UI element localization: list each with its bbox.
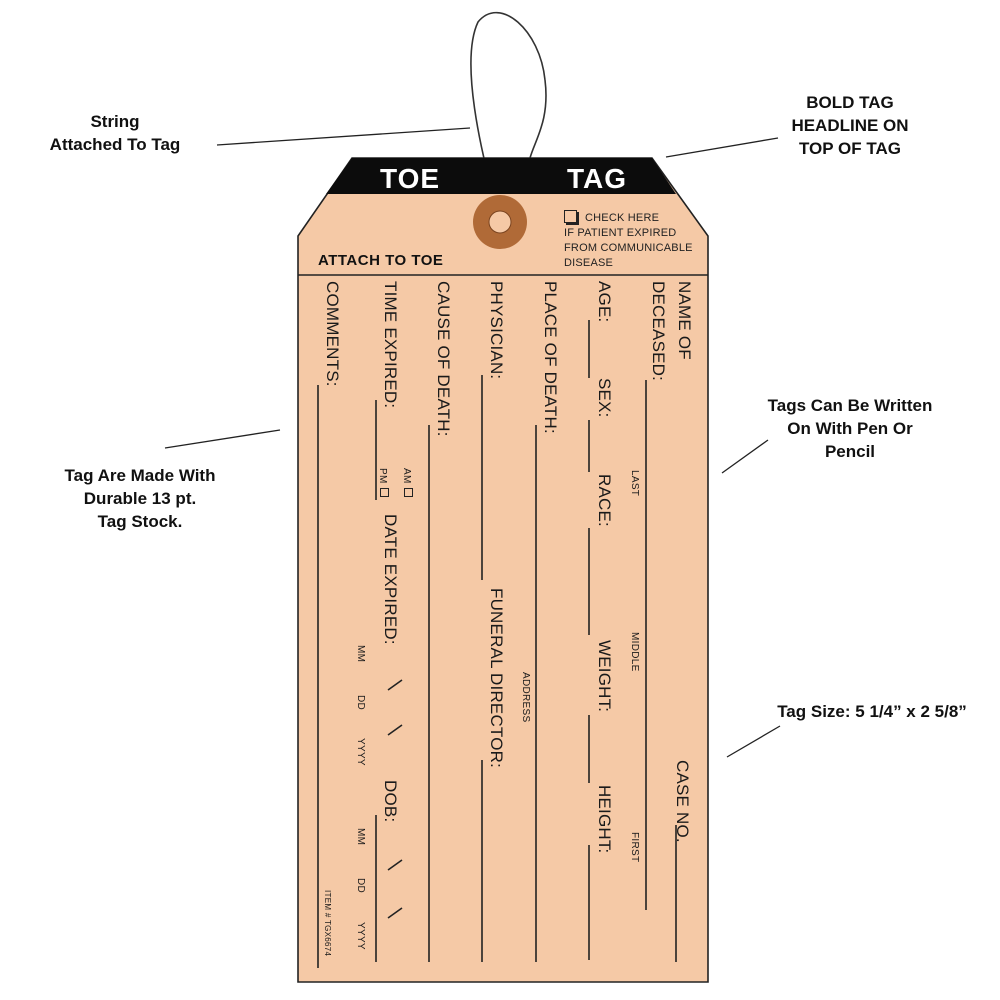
dob-mm: MM bbox=[355, 828, 366, 846]
callout-pen: Tags Can Be Written On With Pen Or Penci… bbox=[740, 394, 960, 463]
pm-option: PM bbox=[377, 468, 389, 497]
callout-pen-line-1: Tags Can Be Written bbox=[767, 396, 933, 415]
headline-tag: TAG bbox=[567, 163, 628, 194]
checkbox-icon[interactable] bbox=[564, 210, 577, 223]
dob-label: DOB: bbox=[381, 780, 400, 823]
callout-leaders bbox=[164, 127, 781, 758]
address-label: ADDRESS bbox=[520, 672, 531, 723]
callout-headline-line-1: BOLD TAG bbox=[806, 93, 894, 112]
tag-string bbox=[470, 11, 547, 213]
pm-checkbox[interactable] bbox=[380, 487, 389, 497]
callout-headline-line-3: TOP OF TAG bbox=[798, 139, 901, 158]
communicable-disease-check: CHECK HERE IF PATIENT EXPIRED FROM COMMU… bbox=[564, 210, 693, 271]
name-of-label: NAME OF bbox=[675, 281, 694, 360]
check-here-label: CHECK HERE bbox=[585, 212, 660, 224]
callout-stock-line-2: Durable 13 pt. bbox=[83, 489, 197, 508]
comments-label: COMMENTS: bbox=[323, 281, 342, 387]
weight-label: WEIGHT: bbox=[595, 640, 614, 713]
date-expired-label: DATE EXPIRED: bbox=[381, 514, 400, 645]
callout-string-line-1: String bbox=[90, 112, 140, 131]
sex-label: SEX: bbox=[595, 378, 614, 418]
time-expired-label: TIME EXPIRED: bbox=[381, 281, 400, 409]
callout-string: String Attached To Tag bbox=[30, 110, 200, 156]
place-of-death-label: PLACE OF DEATH: bbox=[541, 281, 560, 434]
callout-size: Tag Size: 5 1/4” x 2 5/8” bbox=[777, 702, 967, 721]
item-number: ITEM # TGX6674 bbox=[323, 890, 332, 957]
date-expired-yyyy: YYYY bbox=[355, 738, 366, 766]
height-label: HEIGHT: bbox=[595, 785, 614, 854]
pm-label: PM bbox=[377, 468, 388, 484]
am-option: AM bbox=[401, 468, 413, 497]
case-no-label: CASE NO. bbox=[673, 760, 692, 843]
am-label: AM bbox=[401, 468, 412, 484]
callout-stock-line-1: Tag Are Made With bbox=[64, 466, 216, 485]
date-expired-dd: DD bbox=[355, 695, 366, 711]
callout-string-line-2: Attached To Tag bbox=[49, 135, 181, 154]
headline-band bbox=[326, 158, 676, 194]
first-label: FIRST bbox=[629, 832, 640, 863]
callout-headline: BOLD TAG HEADLINE ON TOP OF TAG bbox=[765, 91, 935, 160]
writing-lines bbox=[317, 320, 677, 968]
last-label: LAST bbox=[629, 470, 640, 497]
headline-toe: TOE bbox=[380, 163, 441, 194]
dob-yyyy: YYYY bbox=[355, 922, 366, 950]
callout-stock-line-3: Tag Stock. bbox=[97, 512, 183, 531]
middle-label: MIDDLE bbox=[629, 632, 640, 672]
check-line-4: DISEASE bbox=[564, 257, 614, 269]
funeral-director-label: FUNERAL DIRECTOR: bbox=[487, 588, 506, 769]
callout-stock: Tag Are Made With Durable 13 pt. Tag Sto… bbox=[40, 464, 240, 533]
callout-headline-line-2: HEADLINE ON bbox=[791, 116, 909, 135]
am-checkbox[interactable] bbox=[404, 487, 413, 497]
check-line-2: IF PATIENT EXPIRED bbox=[564, 227, 677, 239]
age-label: AGE: bbox=[595, 281, 614, 323]
cause-of-death-label: CAUSE OF DEATH: bbox=[434, 281, 453, 437]
attach-to-toe: ATTACH TO TOE bbox=[318, 252, 444, 269]
callout-pen-line-2: On With Pen Or bbox=[787, 419, 913, 438]
dob-dd: DD bbox=[355, 878, 366, 894]
race-label: RACE: bbox=[595, 474, 614, 527]
deceased-label: DECEASED: bbox=[649, 281, 668, 382]
date-expired-mm: MM bbox=[355, 645, 366, 663]
callout-pen-line-3: Pencil bbox=[824, 442, 876, 461]
physician-label: PHYSICIAN: bbox=[487, 281, 506, 380]
check-line-3: FROM COMMUNICABLE bbox=[564, 242, 693, 254]
